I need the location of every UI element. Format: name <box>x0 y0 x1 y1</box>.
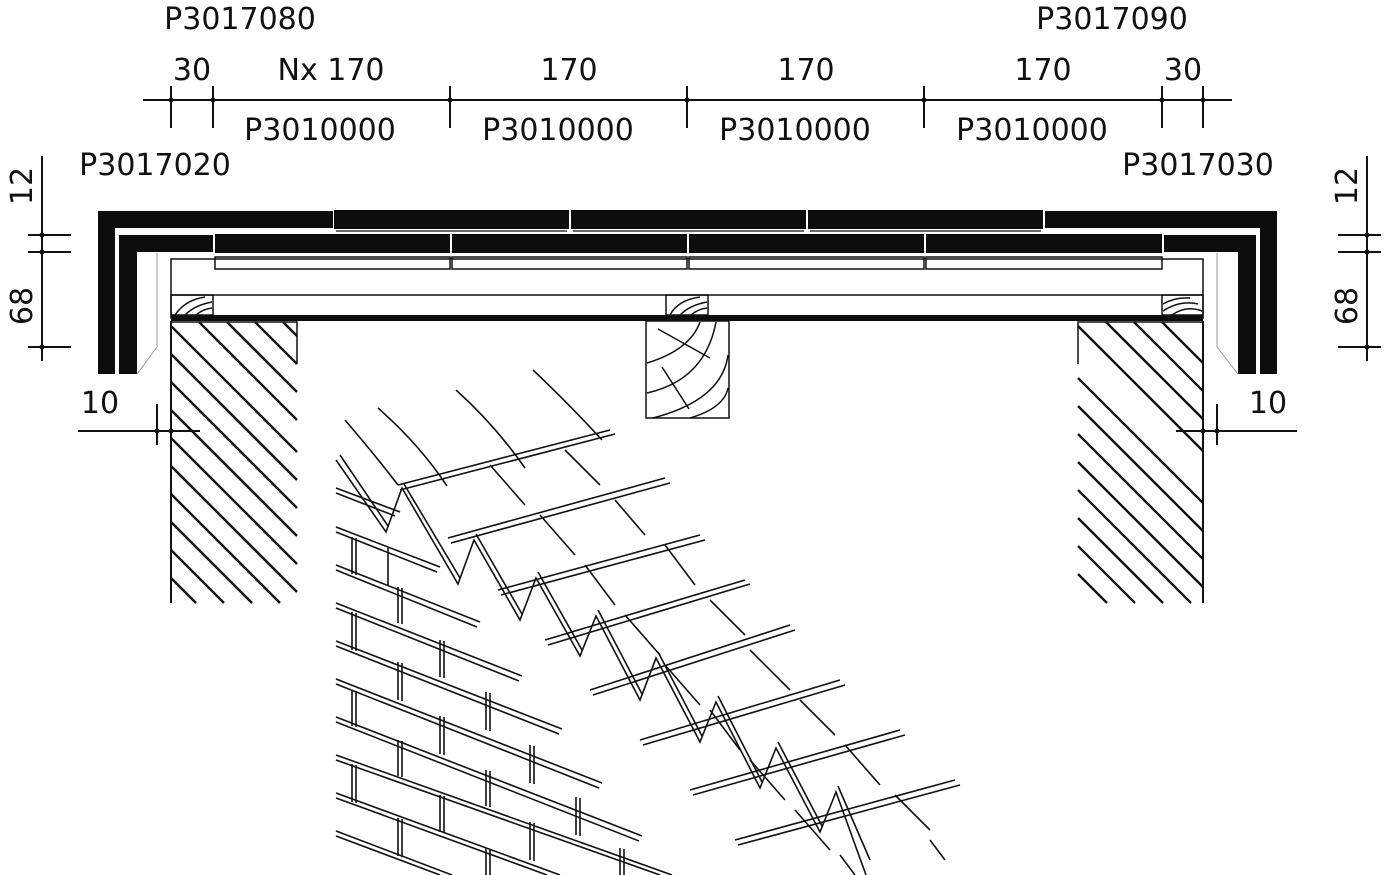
segment-label-2: P3010000 <box>482 113 634 148</box>
dim-label-170-b: 170 <box>777 53 834 88</box>
part-label-right-corner: P3017030 <box>1122 148 1274 183</box>
dim-label-left-30: 30 <box>173 53 211 88</box>
segment-label-4: P3010000 <box>956 113 1108 148</box>
left-vertical-dimension <box>28 156 71 361</box>
left-offset-dimension <box>78 404 200 445</box>
masonry-wall-right <box>1077 321 1204 604</box>
dim-label-170-a: 170 <box>540 53 597 88</box>
dim-label-170-c: 170 <box>1014 53 1071 88</box>
dim-label-right-12: 12 <box>1330 167 1365 205</box>
timber-batten-left <box>170 294 214 316</box>
dim-label-right-10: 10 <box>1249 386 1287 421</box>
horizontal-dimension-chain <box>143 86 1232 128</box>
part-label-top-right: P3017090 <box>1036 2 1188 37</box>
part-label-top-left: P3017080 <box>164 2 316 37</box>
ridge-tiles-perspective <box>335 369 961 875</box>
dim-label-right-68: 68 <box>1330 287 1365 325</box>
masonry-wall-left <box>170 321 298 604</box>
dim-label-right-30: 30 <box>1164 53 1202 88</box>
coping-outer-layer <box>98 210 1277 374</box>
segment-label-1: P3010000 <box>244 113 396 148</box>
right-vertical-dimension <box>1338 156 1381 361</box>
segment-label-3: P3010000 <box>719 113 871 148</box>
timber-post-center <box>645 320 730 419</box>
dim-label-nx170: Nx 170 <box>278 53 385 88</box>
part-label-left-corner: P3017020 <box>79 148 231 183</box>
timber-batten-right <box>1161 294 1204 316</box>
dim-label-left-10: 10 <box>81 386 119 421</box>
dim-label-left-12: 12 <box>5 167 40 205</box>
coping-inner-layer <box>119 234 1256 375</box>
brick-wall-perspective <box>335 487 673 875</box>
dim-label-left-68: 68 <box>5 287 40 325</box>
timber-batten-center <box>665 294 709 316</box>
